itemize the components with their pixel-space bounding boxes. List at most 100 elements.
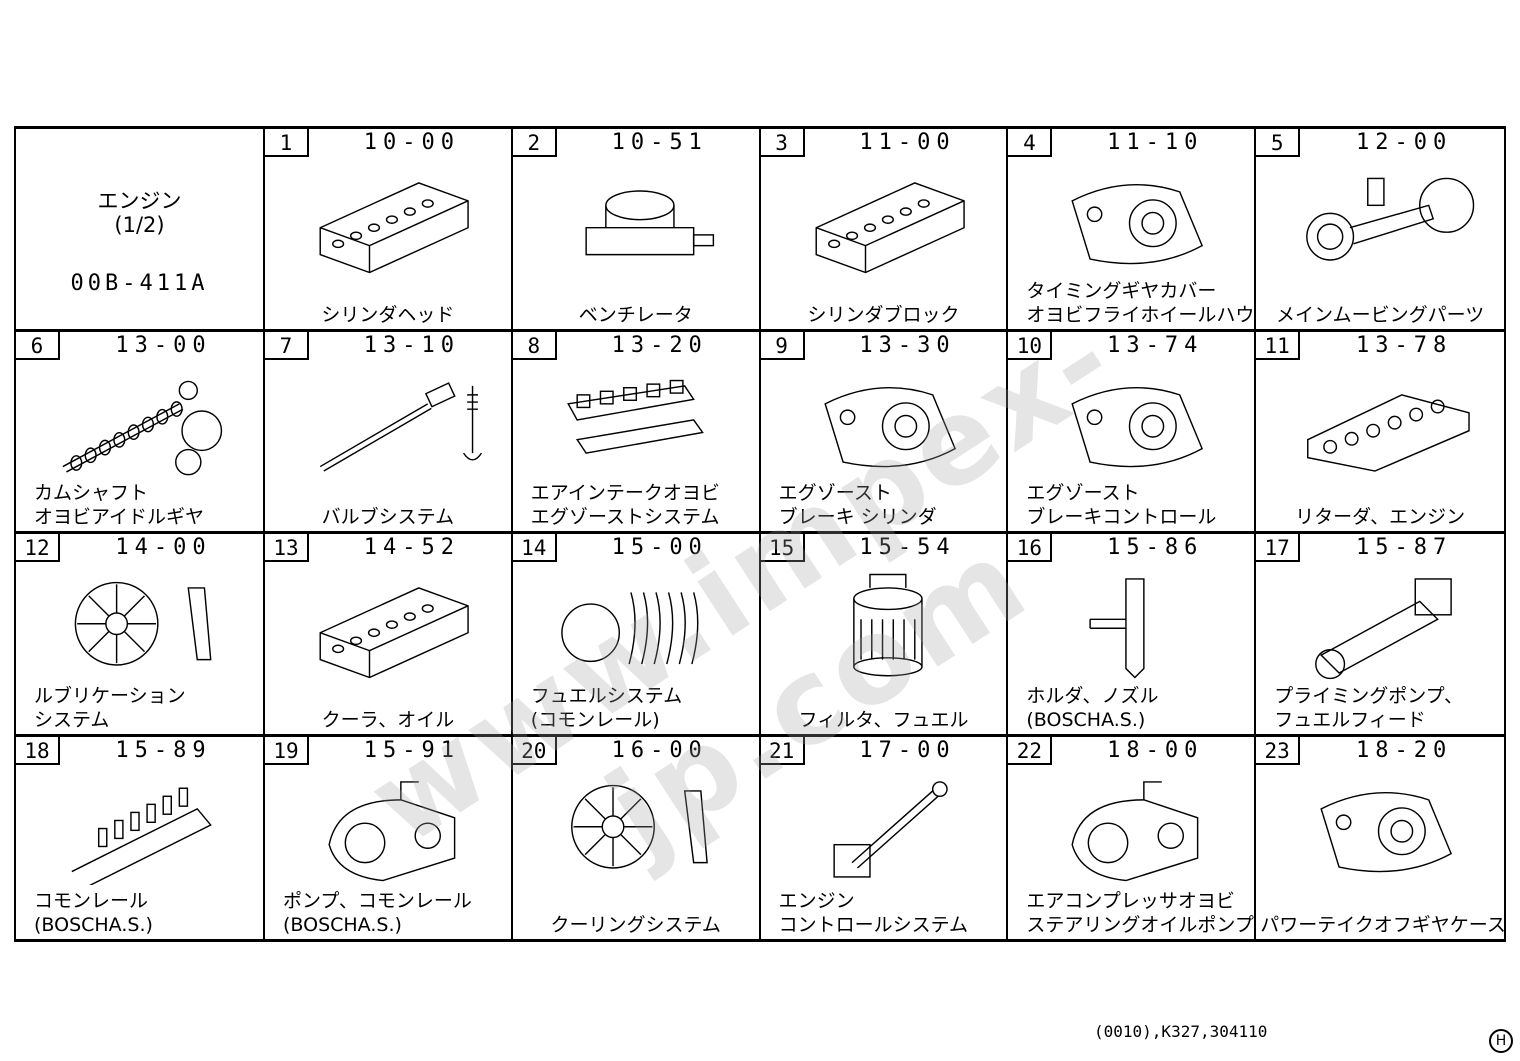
group-number: 14 xyxy=(512,534,557,562)
group-code: 10-00 xyxy=(363,130,461,155)
valve-system-icon xyxy=(293,368,491,480)
moving-parts-icon xyxy=(1284,165,1484,277)
group-number: 5 xyxy=(1256,129,1301,157)
group-number: 6 xyxy=(16,331,60,360)
group-label-line: ブレーキ シリンダ xyxy=(778,506,937,528)
group-number: 20 xyxy=(512,736,557,765)
part-group-cell[interactable]: 14 15-00 フュエルシステム(コモンレール) xyxy=(512,534,761,737)
group-label-line: ベンチレータ xyxy=(578,303,693,326)
part-group-cell[interactable]: 12 14-00 ルブリケーションシステム xyxy=(16,534,265,737)
group-code: 15-86 xyxy=(1107,535,1204,560)
group-label: パワーテイクオフギヤケース xyxy=(1260,913,1504,937)
group-label-line: リターダ、エンジン xyxy=(1295,506,1466,528)
group-code: 12-00 xyxy=(1355,130,1453,155)
group-number: 3 xyxy=(760,129,805,157)
group-label-line: (コモンレール) xyxy=(530,708,660,731)
group-code: 14-00 xyxy=(115,535,212,560)
group-label: エグゾーストブレーキコントロール xyxy=(1012,481,1250,529)
group-code: 18-20 xyxy=(1355,737,1453,763)
fuel-filter-icon xyxy=(789,570,987,682)
group-code: 13-74 xyxy=(1107,332,1204,358)
group-label-line: ホルダ、ノズル xyxy=(1026,684,1159,707)
pto-case-icon xyxy=(1284,773,1484,885)
group-label: メインムービングパーツ xyxy=(1260,303,1500,327)
group-code: 13-20 xyxy=(611,332,708,358)
group-label-line: オヨビアイドルギヤ xyxy=(34,506,205,528)
group-number: 17 xyxy=(1256,534,1301,562)
group-label: ルブリケーションシステム xyxy=(20,684,259,732)
group-number: 19 xyxy=(265,736,309,765)
group-label: エンジンコントロールシステム xyxy=(765,889,1003,937)
group-number: 7 xyxy=(265,331,309,360)
group-number: 12 xyxy=(16,534,60,562)
group-label: プライミングポンプ、フュエルフィード xyxy=(1260,684,1500,732)
group-number: 11 xyxy=(1256,331,1301,360)
group-label-line: ステアリングオイルポンプ xyxy=(1026,914,1254,936)
group-label-line: (BOSCHA.S.) xyxy=(283,914,402,936)
corner-mark: H xyxy=(1489,1029,1513,1053)
group-label-line: クーラ、オイル xyxy=(321,708,455,731)
group-label-line: クーリングシステム xyxy=(550,914,721,936)
group-code: 15-87 xyxy=(1355,535,1453,560)
group-label-line: コモンレール xyxy=(34,890,149,912)
cooling-fan-icon xyxy=(541,773,739,885)
group-label-line: エグゾースト xyxy=(1026,482,1140,504)
group-label-line: コントロールシステム xyxy=(778,914,969,936)
group-label: クーラ、オイル xyxy=(269,708,507,732)
title-line-2: (1/2) xyxy=(114,213,165,237)
group-label-line: パワーテイクオフギヤケース xyxy=(1260,914,1504,936)
part-group-cell[interactable]: 5 12-00 メインムービングパーツ xyxy=(1256,129,1504,332)
common-rail-icon xyxy=(44,773,243,888)
group-label-line: エアインテークオヨビ xyxy=(530,482,720,504)
group-label-line: エアコンプレッサオヨビ xyxy=(1026,890,1235,912)
part-group-cell[interactable]: 23 18-20 パワーテイクオフギヤケース xyxy=(1256,736,1504,940)
group-label-line: (BOSCHA.S.) xyxy=(1026,708,1146,731)
group-label: リターダ、エンジン xyxy=(1260,505,1500,529)
group-number: 16 xyxy=(1008,534,1053,562)
group-label: フュエルシステム(コモンレール) xyxy=(517,684,755,732)
group-code: 13-10 xyxy=(363,332,461,358)
group-label-line: ポンプ、コモンレール xyxy=(283,890,472,912)
part-group-cell[interactable]: 411-10 タイミングギヤカバーオヨビフライホイールハウジング xyxy=(1008,129,1257,332)
priming-pump-icon xyxy=(1284,570,1484,682)
group-number: 10 xyxy=(1008,331,1053,360)
group-label: タイミングギヤカバーオヨビフライホイールハウジング xyxy=(1012,279,1254,327)
group-label-line: エグゾーストシステム xyxy=(530,506,720,528)
part-group-cell[interactable]: 17 15-87 プライミングポンプ、フュエルフィード xyxy=(1256,534,1504,737)
retarder-icon xyxy=(1284,368,1484,480)
group-label: ポンプ、コモンレール(BOSCHA.S.) xyxy=(269,889,507,937)
group-label: エアコンプレッサオヨビステアリングオイルポンプ xyxy=(1012,889,1254,937)
group-code: 11-00 xyxy=(859,130,956,155)
group-number: 18 xyxy=(16,736,60,765)
group-code: 17-00 xyxy=(859,737,956,763)
camshaft-icon xyxy=(44,368,243,480)
group-label-line: カムシャフト xyxy=(34,482,149,504)
group-code: 15-89 xyxy=(115,737,212,763)
group-label: クーリングシステム xyxy=(517,913,755,937)
cylinder-head-icon xyxy=(293,165,491,277)
group-code: 15-00 xyxy=(611,535,708,560)
group-code: 11-10 xyxy=(1107,130,1204,155)
part-group-cell[interactable]: 16 15-86 ホルダ、ノズル(BOSCHA.S.) xyxy=(1008,534,1257,737)
footer-reference: (0010),K327,304110 xyxy=(1094,1022,1268,1041)
group-label-line: システム xyxy=(34,708,110,731)
part-group-cell[interactable]: 10 13-74 エグゾーストブレーキコントロール xyxy=(1008,331,1257,534)
ventilator-icon xyxy=(541,165,739,277)
engine-control-icon xyxy=(789,773,987,885)
group-number: 23 xyxy=(1256,736,1301,765)
